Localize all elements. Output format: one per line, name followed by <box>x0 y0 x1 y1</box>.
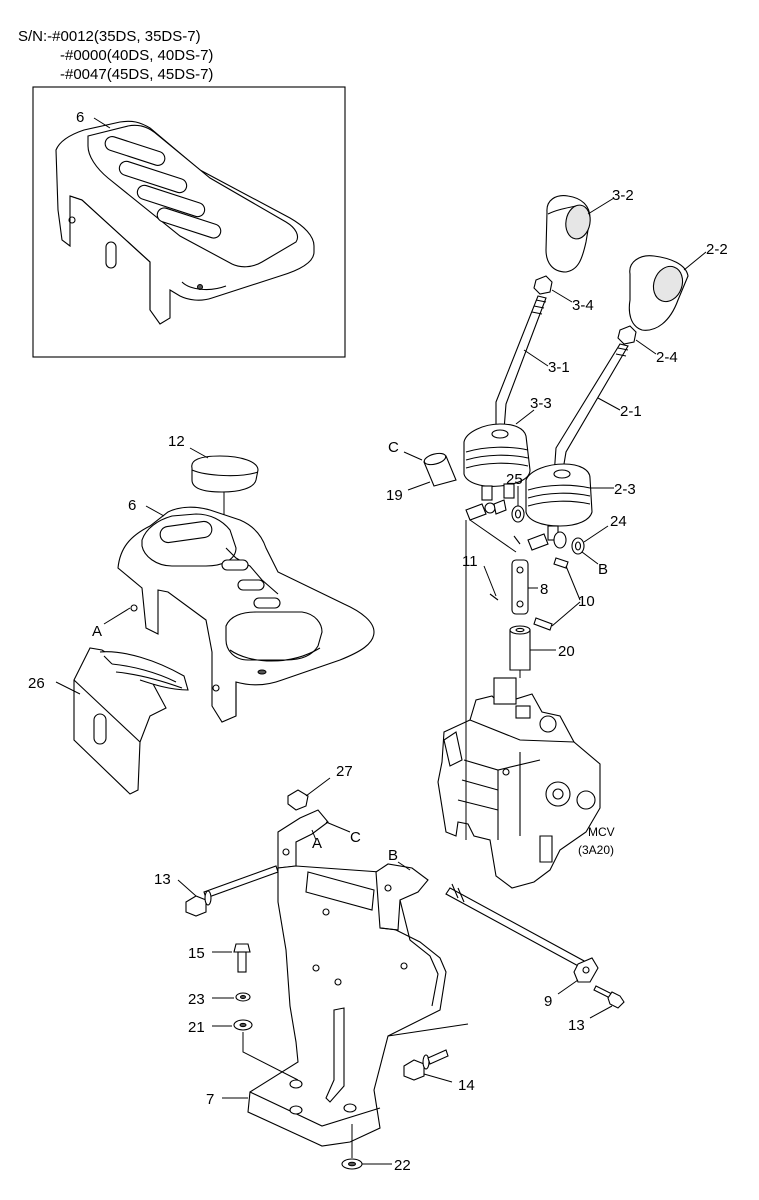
nut-3-4 <box>533 275 553 295</box>
inset-frame <box>32 86 346 358</box>
serial-note-3: -#0047(45DS, 45DS-7) <box>60 66 214 83</box>
callout-plug: 12 <box>168 433 185 450</box>
link-8 <box>511 559 529 615</box>
callout-ref-b-top: B <box>598 561 608 578</box>
serial-note-1: S/N:-#0012(35DS, 35DS-7) <box>18 28 201 45</box>
callout-pin-11: 11 <box>462 553 478 570</box>
washer-21 <box>233 1019 253 1031</box>
washer-22 <box>341 1158 363 1170</box>
bolt-14 <box>403 1049 449 1081</box>
pins-10 <box>533 557 569 631</box>
cover-6 <box>117 506 375 723</box>
callout-collar-20: 20 <box>558 643 575 660</box>
callout-boot-2: 2-3 <box>614 481 636 498</box>
callout-link-8: 8 <box>540 581 548 598</box>
callout-knob-3: 3-2 <box>612 187 634 204</box>
collar-20 <box>509 625 531 671</box>
callout-washer-25: 25 <box>506 471 523 488</box>
callout-nut-3: 3-4 <box>572 297 594 314</box>
callout-nut-27: 27 <box>336 763 353 780</box>
boot-2-3 <box>525 463 593 541</box>
nut-27 <box>287 789 309 811</box>
callout-washer-22: 22 <box>394 1157 411 1174</box>
callout-bushing: 19 <box>386 487 403 504</box>
mcv-code: (3A20) <box>578 843 614 857</box>
pin-assembly-upper <box>465 499 507 521</box>
callout-ref-a-cover: A <box>92 623 102 640</box>
callout-lever-3: 3-1 <box>548 359 570 376</box>
bracket-7 <box>247 809 469 1147</box>
callout-boot-3: 3-3 <box>530 395 552 412</box>
callout-bolt-13-right: 13 <box>568 1017 585 1034</box>
callout-ref-c-bracket: C <box>350 829 361 846</box>
callout-bolt-15: 15 <box>188 945 205 962</box>
callout-nut-2: 2-4 <box>656 349 678 366</box>
callout-inset-cover: 6 <box>76 109 84 126</box>
bolt-13-left <box>185 865 279 917</box>
callout-washer-24: 24 <box>610 513 627 530</box>
callout-bolt-13-left: 13 <box>154 871 171 888</box>
bolt-15 <box>233 943 251 973</box>
nut-2-4 <box>617 325 637 345</box>
callout-lever-2: 2-1 <box>620 403 642 420</box>
mcv-valve <box>437 677 601 889</box>
callout-ref-a-bracket: A <box>312 835 322 852</box>
pin-assembly-lower <box>527 531 585 555</box>
callout-rod: 9 <box>544 993 552 1010</box>
inset-cover-drawing <box>55 120 315 325</box>
callout-spacer-c: C <box>388 439 399 456</box>
callout-plate: 26 <box>28 675 45 692</box>
boot-3-3 <box>463 423 531 501</box>
rod-9 <box>445 883 599 983</box>
plug-12 <box>191 455 259 493</box>
mcv-label: MCV <box>588 825 615 839</box>
washer-25 <box>511 505 525 523</box>
callout-knob-2: 2-2 <box>706 241 728 258</box>
bolt-13-right <box>593 985 625 1009</box>
knob-2-2 <box>628 255 689 331</box>
washer-23 <box>235 992 251 1002</box>
callout-bolt-14: 14 <box>458 1077 475 1094</box>
callout-washer-21: 21 <box>188 1019 205 1036</box>
inset-slots <box>104 136 222 239</box>
callout-ref-b-bracket: B <box>388 847 398 864</box>
cotter-pins-11 <box>489 535 521 601</box>
callout-washer-23: 23 <box>188 991 205 1008</box>
callout-pin-10: 10 <box>578 593 595 610</box>
callout-cover: 6 <box>128 497 136 514</box>
serial-note-2: -#0000(40DS, 40DS-7) <box>60 47 214 64</box>
callout-bracket-7: 7 <box>206 1091 214 1108</box>
bushing-19 <box>423 452 457 487</box>
knob-3-2 <box>545 195 591 273</box>
plate-26 <box>73 647 189 795</box>
